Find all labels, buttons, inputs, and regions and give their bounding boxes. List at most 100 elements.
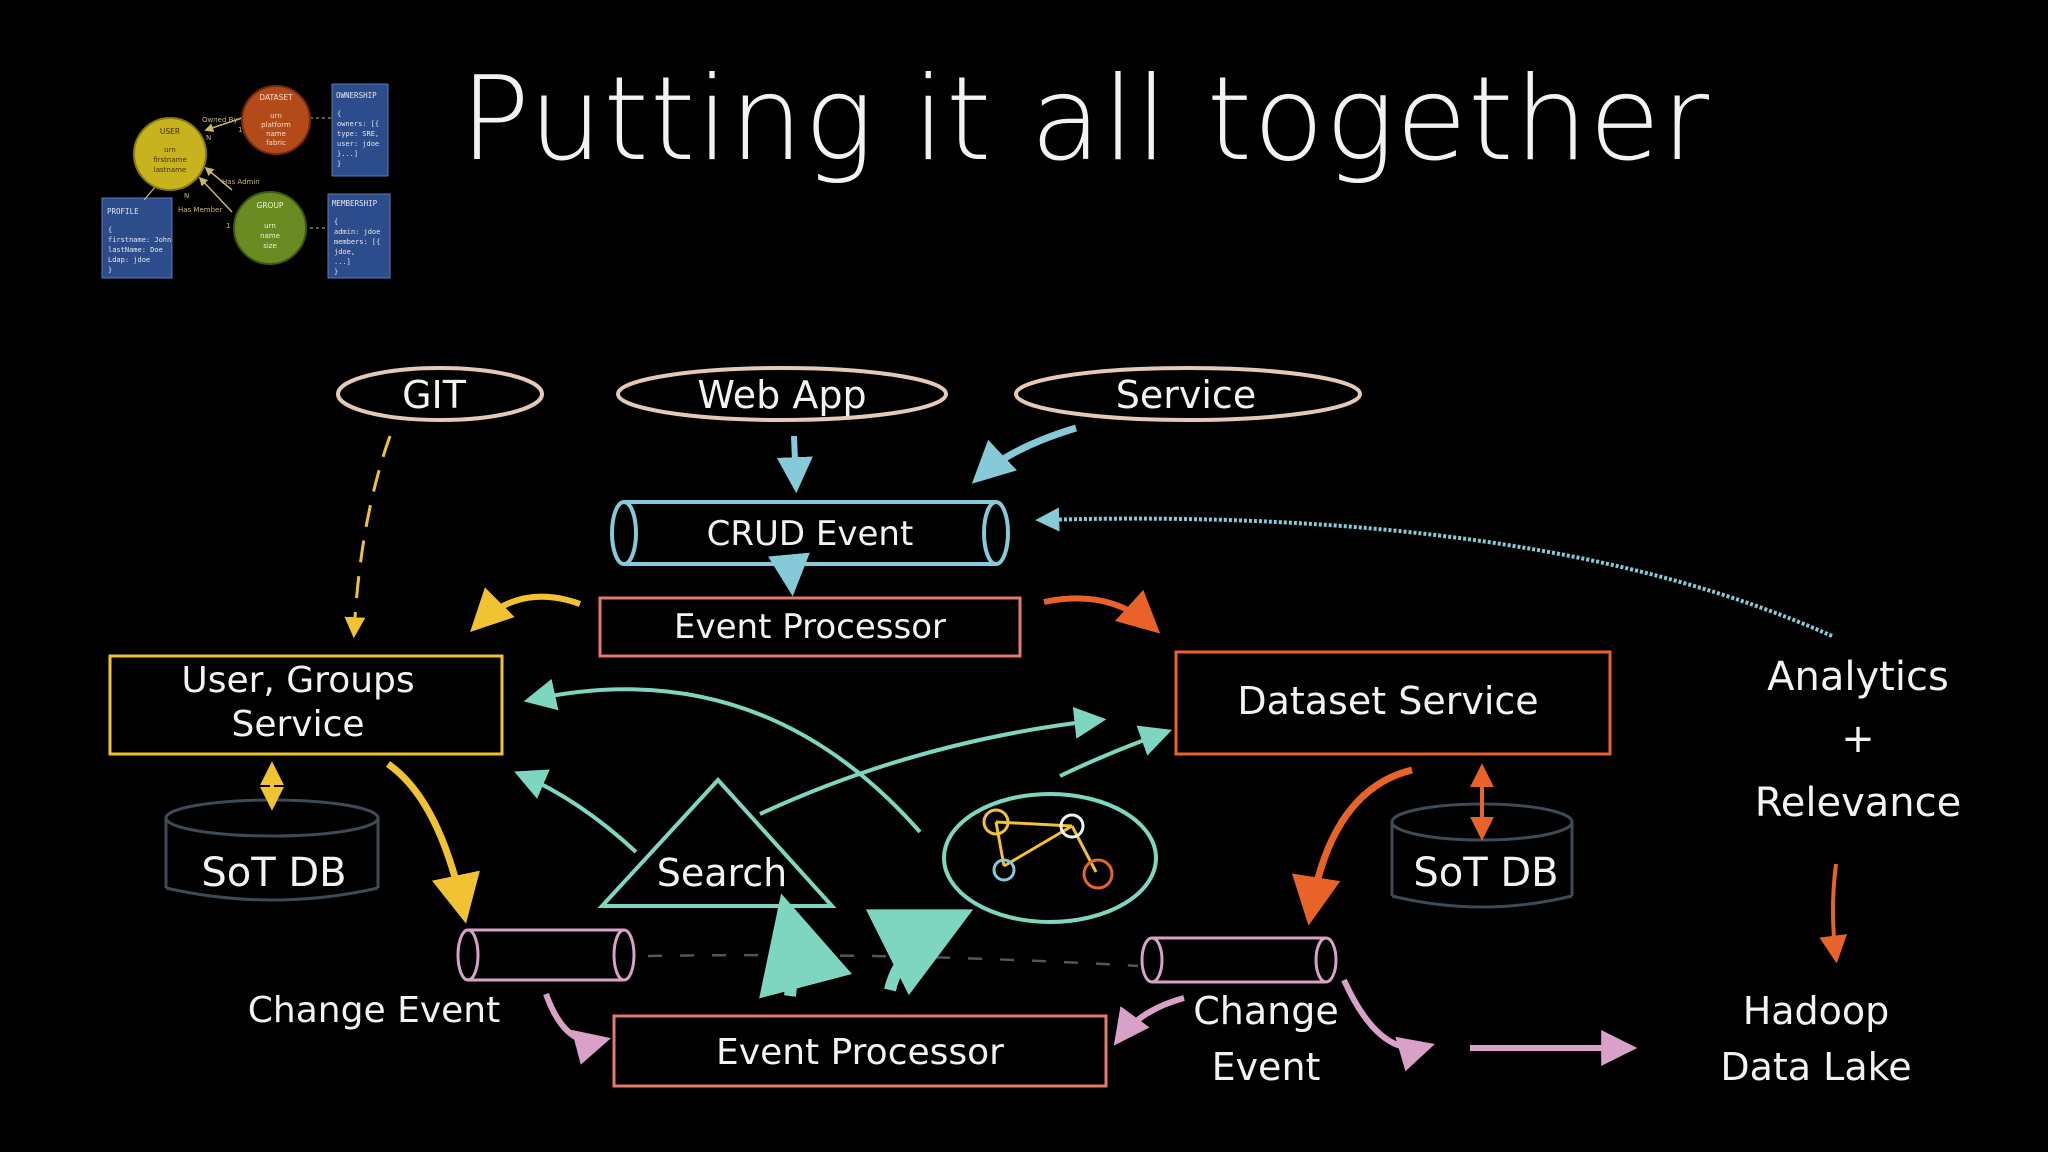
dataset-node (241, 85, 311, 155)
change-event-right-label-line1: Change (1193, 989, 1339, 1033)
user-groups-service-label-line1: User, Groups (181, 660, 414, 701)
svg-text:N: N (184, 192, 189, 200)
svg-text:members: [{: members: [{ (334, 238, 380, 246)
analytics-label: Analytics (1767, 654, 1949, 700)
service-to-crud-arrow (971, 424, 1078, 484)
git-to-user-arrow (344, 435, 392, 639)
analytics-plus: + (1841, 716, 1875, 762)
change-right-to-processor-arrow (1113, 995, 1185, 1046)
membership-box (327, 193, 391, 279)
svg-text:name: name (260, 232, 280, 240)
change-event-queue-left (456, 928, 636, 982)
search-to-user-arrow (514, 769, 638, 854)
graph-to-user-arrow (523, 678, 922, 834)
change-right-to-lake-arrow (1341, 978, 1435, 1072)
svg-text:fabric: fabric (266, 139, 286, 147)
graph-to-dataset-arrow (1059, 725, 1173, 778)
user-to-change-arrow (385, 761, 480, 924)
svg-text:1: 1 (226, 222, 230, 230)
svg-text:1: 1 (238, 126, 242, 134)
processor-to-search-arrow (759, 893, 852, 999)
svg-text:urn: urn (270, 112, 282, 120)
processor-to-dataset-arrow (1043, 589, 1161, 634)
svg-text:lastname: lastname (154, 166, 186, 174)
change-event-queue-right (1140, 936, 1338, 984)
sot-db-right-label: SoT DB (1413, 850, 1558, 896)
hadoop-label-line2: Data Lake (1720, 1045, 1911, 1089)
analytics-to-hadoop-arrow (1819, 863, 1848, 964)
svg-text:urn: urn (164, 146, 176, 154)
svg-text:firstname: firstname (153, 156, 187, 164)
svg-text:N: N (206, 134, 211, 142)
crud-to-processor-arrow (768, 552, 810, 597)
profile-edge (143, 185, 157, 201)
svg-text:}...]: }...] (337, 150, 358, 158)
processor-to-user-arrow (470, 587, 582, 632)
event-processor-bottom (612, 1014, 1108, 1088)
crud-event-label: CRUD Event (707, 514, 914, 554)
profile-label: PROFILE (107, 207, 139, 216)
group-node (233, 191, 307, 265)
change-left-to-processor-arrow (543, 992, 611, 1065)
svg-text:}: } (334, 268, 338, 276)
search-to-dataset-arrow (759, 706, 1107, 816)
svg-text:firstname: John: firstname: John (108, 236, 171, 244)
user-groups-service-label-line2: Service (231, 704, 364, 745)
profile-box (101, 197, 173, 279)
webapp-to-crud-arrow (776, 435, 813, 494)
event-processor-top (598, 596, 1022, 658)
search-label: Search (657, 851, 788, 895)
ownership-label: OWNERSHIP (336, 91, 377, 100)
dataset-to-change-arrow (1291, 766, 1413, 926)
change-event-right-label-line2: Event (1212, 1045, 1321, 1089)
svg-text:jdoe,: jdoe, (334, 248, 355, 256)
svg-text:GROUP: GROUP (257, 201, 284, 210)
event-processor-top-label: Event Processor (674, 607, 946, 647)
svg-text:urn: urn (264, 222, 276, 230)
svg-text:Owned By: Owned By (202, 116, 238, 124)
change-event-left-label: Change Event (248, 990, 500, 1031)
svg-text:admin: jdoe: admin: jdoe (334, 228, 380, 236)
change-event-link (647, 953, 1139, 968)
svg-text:platform: platform (261, 121, 291, 129)
dataset-service-label: Dataset Service (1237, 679, 1538, 723)
slide-title: Putting it all together (460, 52, 1711, 187)
crud-event-queue (610, 500, 1010, 566)
svg-text:Has Admin: Has Admin (222, 178, 260, 186)
svg-text:lastName: Doe: lastName: Doe (108, 246, 163, 254)
thumbnail-diagram: OWNERSHIP { owners: [{ type: SRE, user: … (101, 83, 391, 279)
svg-text:}: } (108, 266, 112, 274)
svg-text:{: { (337, 110, 341, 118)
svg-text:user: jdoe: user: jdoe (337, 140, 379, 148)
svg-text:DATASET: DATASET (259, 93, 293, 102)
user-groups-service (108, 654, 504, 756)
processor-to-graph-arrow (865, 909, 974, 996)
owned-by-edge (204, 117, 243, 132)
svg-text:type: SRE,: type: SRE, (337, 130, 379, 138)
ownership-box (331, 83, 389, 177)
svg-text:{: { (334, 218, 338, 226)
sot-db-left-label: SoT DB (201, 850, 346, 896)
graph-db-icon (942, 792, 1158, 924)
analytics-to-crud-arrow (1035, 507, 1833, 638)
git-source (336, 366, 544, 422)
svg-text:USER: USER (160, 127, 180, 136)
svg-text:name: name (266, 130, 286, 138)
web-app-label: Web App (697, 373, 866, 417)
svg-text:size: size (263, 242, 277, 250)
svg-text:Has Member: Has Member (178, 206, 222, 214)
web-app-source (616, 366, 948, 422)
relevance-label: Relevance (1755, 780, 1961, 826)
has-member-edge (198, 176, 233, 213)
membership-label: MEMBERSHIP (332, 199, 378, 208)
event-processor-bottom-label: Event Processor (716, 1032, 1004, 1073)
svg-text:Ldap: jdoe: Ldap: jdoe (108, 256, 150, 264)
svg-text:...]: ...] (334, 258, 351, 266)
service-source (1014, 366, 1362, 422)
hadoop-label-line1: Hadoop (1743, 989, 1890, 1033)
svg-text:owners: [{: owners: [{ (337, 120, 379, 128)
service-label: Service (1116, 373, 1256, 417)
user-node (133, 117, 207, 191)
has-admin-edge (204, 166, 233, 191)
